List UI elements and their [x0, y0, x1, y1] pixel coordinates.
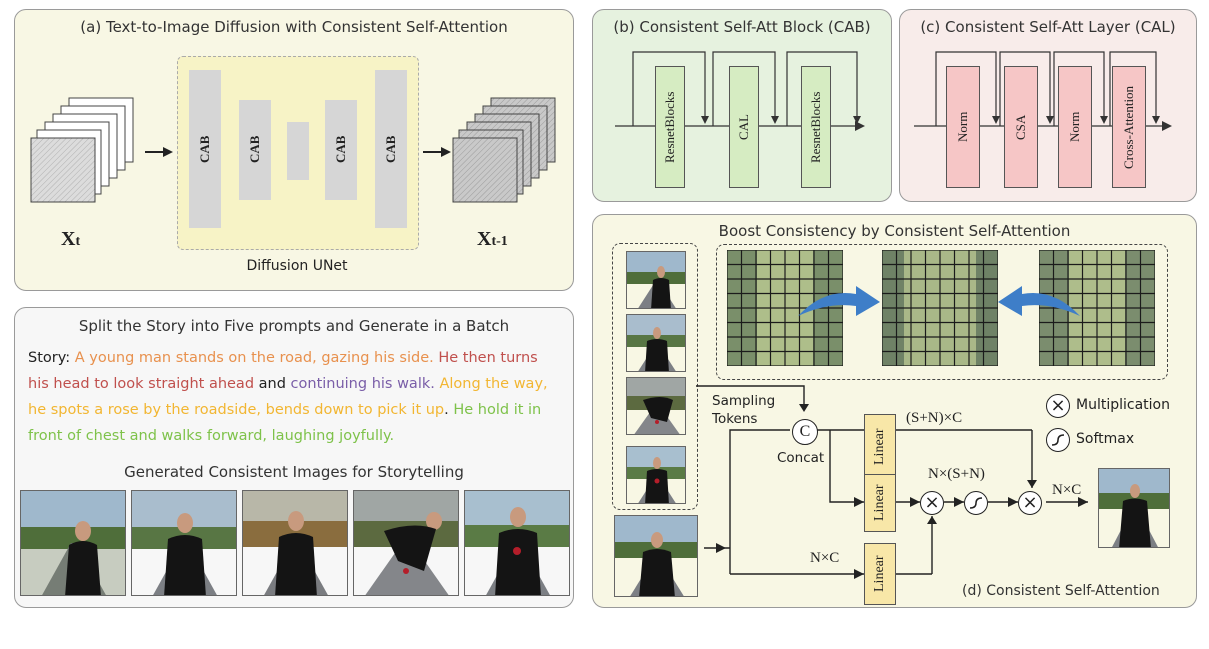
attention-grids-group — [716, 244, 1168, 380]
story-segment: Along the way, he spots a rose by the ro… — [28, 376, 548, 418]
story-image — [20, 490, 126, 596]
linear-value — [864, 474, 896, 532]
multiplication-icon: × — [1018, 491, 1042, 515]
cal-label: CAL — [736, 114, 751, 140]
linear-label: Linear — [872, 428, 887, 466]
linear-label: Linear — [872, 555, 887, 593]
xt1-label: Xt-1 — [477, 228, 508, 250]
batch-image — [626, 314, 686, 372]
unet-block — [239, 100, 271, 200]
cal-block — [729, 66, 759, 188]
softmax-icon — [1046, 428, 1070, 452]
output-stack — [452, 97, 556, 203]
story-segment: He then turns his head to look straight … — [28, 350, 538, 392]
panel-b-title: (b) Consistent Self-Att Block (CAB) — [613, 18, 871, 36]
sampled-images-group — [612, 243, 698, 510]
panel-d-caption: (d) Consistent Self-Attention — [962, 583, 1160, 599]
panel-cal: (c) Consistent Self-Att Layer (CAL) Norm… — [899, 9, 1197, 202]
unet-block — [287, 122, 309, 180]
norm-label-2: Norm — [1067, 111, 1082, 143]
resnet-block-2 — [801, 66, 831, 188]
attention-grid-left — [727, 250, 843, 366]
linear-label: Linear — [872, 484, 887, 522]
multiplication-icon: × — [920, 491, 944, 515]
panel-cab: (b) Consistent Self-Att Block (CAB) Resn… — [592, 9, 892, 202]
csa-block — [1004, 66, 1038, 188]
multiplication-icon: × — [1046, 394, 1070, 418]
resnet-label-2: ResnetBlocks — [808, 91, 823, 163]
cal-connectors — [914, 51, 1172, 131]
blue-arrow-right-icon — [798, 286, 880, 316]
unet-block — [189, 70, 221, 228]
dim-label-top: (S+N)×C — [906, 410, 963, 426]
panel-diffusion: (a) Text-to-Image Diffusion with Consist… — [14, 9, 574, 291]
gallery-title: Generated Consistent Images for Storytel… — [124, 463, 464, 481]
cross-attention-block — [1112, 66, 1146, 188]
story-image — [464, 490, 570, 596]
arrow-out-unet — [423, 147, 451, 157]
unet-block — [375, 70, 407, 228]
story-segment: A young man stands on the road, gazing h… — [74, 350, 434, 366]
story-panel-title: Split the Story into Five prompts and Ge… — [78, 317, 510, 335]
attention-grid-center — [882, 250, 998, 366]
panel-a-title: (a) Text-to-Image Diffusion with Consist… — [80, 18, 508, 36]
dim-label-bottom: N×C — [810, 550, 840, 566]
linear-query — [864, 543, 896, 605]
csa-label: CSA — [1013, 114, 1028, 140]
batch-image — [626, 446, 686, 504]
story-text: Story: A young man stands on the road, g… — [28, 345, 548, 449]
query-image — [614, 515, 698, 597]
batch-image — [626, 251, 686, 309]
legend-multiplication-label: Multiplication — [1076, 397, 1170, 413]
story-segment: continuing his walk. — [290, 376, 435, 392]
norm-label-1: Norm — [955, 111, 970, 143]
story-segment: . — [444, 402, 449, 418]
panel-d-title: Boost Consistency by Consistent Self-Att… — [718, 222, 1071, 240]
xt-label: Xt — [61, 228, 81, 250]
noisy-input-stack — [30, 97, 134, 203]
batch-image — [626, 377, 686, 435]
cab-label: CAB — [247, 135, 262, 163]
concat-node: C — [792, 419, 818, 445]
cross-attention-label: Cross-Attention — [1121, 85, 1136, 169]
concat-label: Concat — [777, 450, 825, 466]
unet-block — [325, 100, 357, 200]
resnet-block-1 — [655, 66, 685, 188]
arrow-into-unet — [145, 147, 173, 157]
story-image — [353, 490, 459, 596]
norm-block-2 — [1058, 66, 1092, 188]
blue-arrow-left-icon — [998, 286, 1080, 316]
attention-flow-lines — [696, 385, 1088, 579]
resnet-label-1: ResnetBlocks — [662, 91, 677, 163]
story-segment: and — [258, 376, 286, 392]
unet-label: Diffusion UNet — [246, 258, 348, 274]
cab-label: CAB — [197, 135, 212, 163]
sampling-label: Sampling Tokens — [712, 393, 776, 427]
legend-softmax-label: Softmax — [1076, 431, 1135, 447]
softmax-icon — [964, 491, 988, 515]
panel-c-title: (c) Consistent Self-Att Layer (CAL) — [920, 18, 1176, 36]
story-image — [242, 490, 348, 596]
cab-label: CAB — [383, 135, 398, 163]
dim-label-out: N×C — [1052, 482, 1082, 498]
story-label: Story: — [28, 350, 71, 366]
story-segment: He hold it in front of chest and walks f… — [28, 402, 542, 444]
story-image — [131, 490, 237, 596]
output-image — [1098, 468, 1170, 548]
cab-label: CAB — [333, 135, 348, 163]
dim-label-mid: N×(S+N) — [928, 466, 985, 482]
norm-block-1 — [946, 66, 980, 188]
